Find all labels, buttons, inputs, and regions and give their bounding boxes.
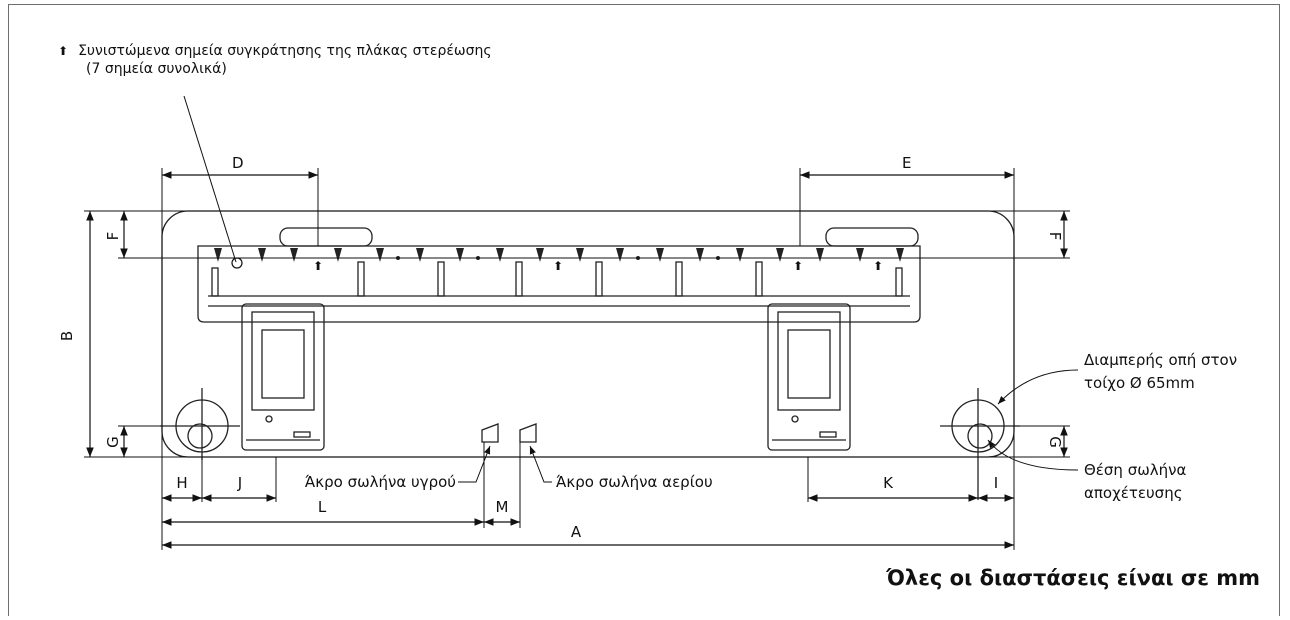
indoor-unit-outline: [161, 210, 1015, 458]
up-arrow-icon: ⬆: [793, 259, 803, 273]
label-I: I: [994, 474, 998, 492]
label-A: A: [571, 523, 582, 541]
up-arrow-icon: ⬆: [553, 259, 563, 273]
left-bracket: [241, 303, 325, 451]
label-G-left: G: [104, 436, 122, 448]
extension-lines: [84, 168, 1070, 550]
wall-hole-label-1: Διαμπερής οπή στον: [1084, 351, 1237, 369]
label-M: M: [496, 498, 509, 516]
label-F-right: F: [1046, 232, 1064, 241]
mounting-plate: [197, 227, 921, 323]
wall-hole-label-2: τοίχο Ø 65mm: [1084, 374, 1195, 392]
label-B: B: [58, 331, 76, 341]
label-J: J: [237, 474, 242, 492]
fastening-points: ⬆ ⬆ ⬆ ⬆: [231, 257, 883, 273]
wall-holes: [160, 388, 1020, 500]
label-E: E: [902, 154, 911, 172]
label-K: K: [883, 474, 894, 492]
legend-line-1: Συνιστώμενα σημεία συγκράτησης της πλάκα…: [78, 43, 492, 59]
callout-leaders: [458, 369, 1079, 483]
up-arrow-icon: ⬆: [873, 259, 883, 273]
up-arrow-icon: ⬆: [313, 259, 323, 273]
label-F-left: F: [104, 232, 122, 241]
label-D: D: [232, 154, 244, 172]
units-footer: Όλες οι διαστάσεις είναι σε mm: [886, 566, 1260, 590]
label-L: L: [318, 498, 327, 516]
up-arrow-icon: ⬆: [58, 44, 69, 58]
legend-line-2: (7 σημεία συνολικά): [86, 61, 227, 77]
fastening-point-icon: [231, 257, 243, 269]
liquid-pipe-label: Άκρο σωλήνα υγρού: [305, 473, 456, 491]
pipe-ends: [481, 423, 537, 443]
dimension-lines: [86, 171, 1068, 549]
drain-label-2: αποχέτευσης: [1084, 484, 1183, 502]
label-G-right: G: [1046, 436, 1064, 448]
right-bracket: [767, 303, 851, 451]
diagram-frame: [8, 4, 1280, 616]
gas-pipe-label: Άκρο σωλήνα αερίου: [556, 473, 713, 491]
label-H: H: [176, 474, 187, 492]
drain-label-1: Θέση σωλήνα: [1084, 461, 1187, 479]
legend-leader: [183, 95, 237, 263]
dimension-labels: D E B F F G G H J K I L M A: [58, 154, 1064, 541]
legend: ⬆ Συνιστώμενα σημεία συγκράτησης της πλάκ…: [58, 42, 492, 78]
